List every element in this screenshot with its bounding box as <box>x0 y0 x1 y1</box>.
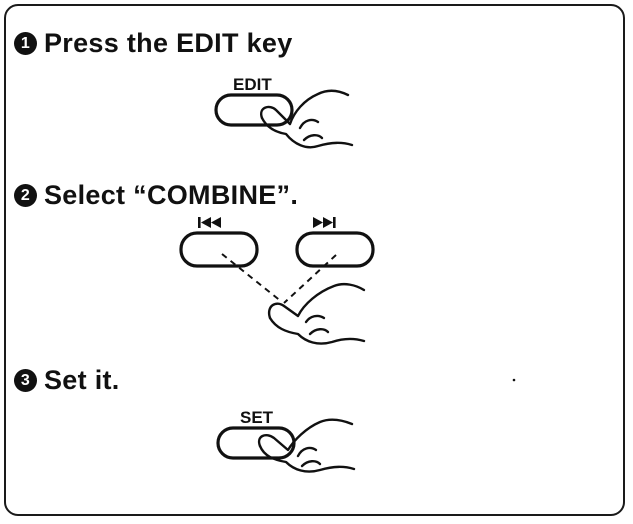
step-1-text: Press the EDIT key <box>44 28 293 58</box>
skip-forward-icon <box>313 217 336 228</box>
guide-lines <box>221 253 337 304</box>
previous-key[interactable] <box>179 231 259 268</box>
step-3: 3 Set it. <box>14 365 120 396</box>
instruction-panel <box>4 4 625 516</box>
skip-back-icon <box>198 217 221 228</box>
edit-key[interactable] <box>214 93 294 127</box>
pressing-hand-icon <box>260 89 354 149</box>
pressing-hand-icon <box>257 418 356 473</box>
set-key[interactable] <box>216 426 296 460</box>
step-1-number: 1 <box>14 32 37 55</box>
stray-dot <box>512 378 516 382</box>
step-2-text: Select “COMBINE”. <box>44 180 299 210</box>
step-1: 1 Press the EDIT key <box>14 28 293 59</box>
step-2-number: 2 <box>14 184 37 207</box>
set-key-label: SET <box>240 408 274 427</box>
edit-key-label: EDIT <box>233 75 272 94</box>
pointing-hand-icon <box>267 282 366 345</box>
next-key[interactable] <box>295 231 375 268</box>
step-3-text: Set it. <box>44 365 120 395</box>
step-2: 2 Select “COMBINE”. <box>14 180 298 211</box>
step-3-number: 3 <box>14 369 37 392</box>
